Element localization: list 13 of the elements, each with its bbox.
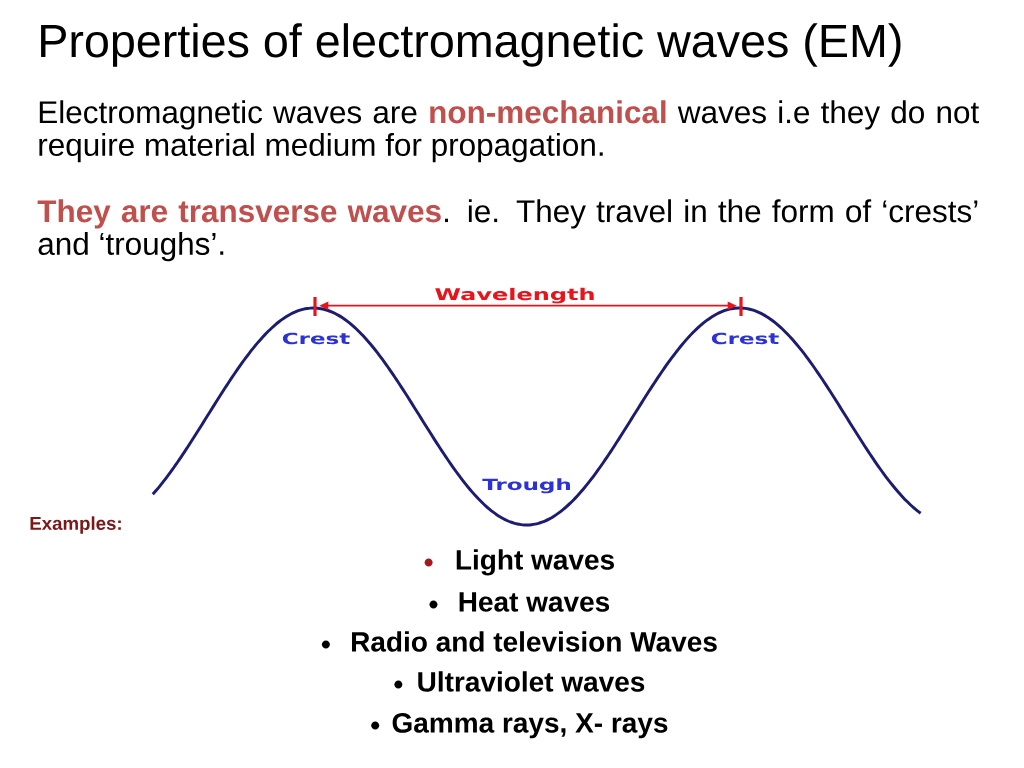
wave-label: Crest <box>711 332 779 345</box>
list-item: Heat waves <box>459 592 610 612</box>
list-item: Gamma rays, X- rays <box>392 712 668 739</box>
list-item: Radio and television Waves <box>352 631 717 652</box>
slide-title: Properties of electromagnetic waves (EM) <box>41 23 901 67</box>
paragraph: Electromagnetic waves are non-mechanical waves i.e they do not require material medium for propagation. <box>39 100 979 163</box>
paragraph: They are transverse waves. ie. They travel in the form of ‘crests’ and ‘troughs’. <box>37 199 978 262</box>
list-item: Light waves <box>456 549 614 576</box>
wave-label: Trough <box>482 478 570 494</box>
wave-label: Wavelength <box>435 287 594 304</box>
list-heading: Examples: <box>30 516 121 534</box>
list-item: Ultraviolet waves <box>418 671 645 692</box>
wave-label: Crest <box>282 332 350 345</box>
